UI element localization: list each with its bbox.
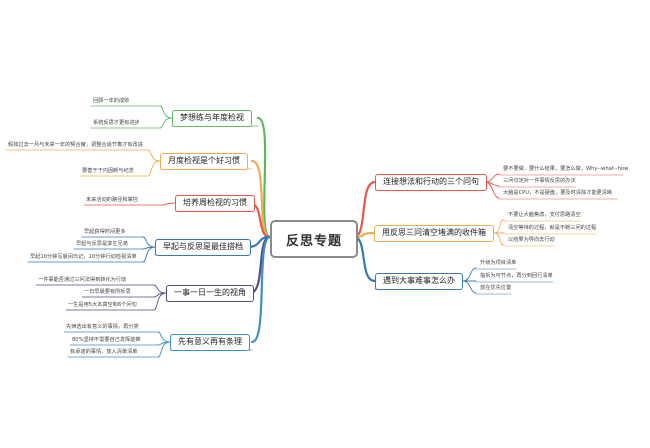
leaf-right-0-1: 三问句定对一件事情反思的办法 (503, 178, 576, 184)
leaf-left-3-1: 早起与反思是孪生兄弟 (76, 241, 128, 247)
leaf-left-0-0: 回顾一年的成败 (93, 98, 130, 104)
branch-left-4[interactable]: 一事一日一生的视角 (166, 285, 254, 302)
leaf-left-1-1: 要善于于内因断与纪念 (82, 168, 134, 174)
leaf-left-5-0: 先筛选出有意义的事情，再分类 (66, 324, 139, 330)
leaf-right-2-1: 指拆为可节点，再分到回行清单 (480, 273, 553, 279)
branch-left-1[interactable]: 月度检视是个好习惯 (160, 153, 248, 170)
leaf-left-4-0: 一件事能否通过三问法得到转化为行动 (38, 277, 127, 283)
leaf-right-1-1: 清空等待的过程，就是不断三问的过程 (508, 225, 597, 231)
leaf-right-0-2: 大脑是CPU，不是硬盘，要及时清除才能更清晰 (503, 190, 613, 196)
branch-right-2[interactable]: 遇到大事难事怎么办 (375, 273, 463, 290)
branch-right-0[interactable]: 连接想法和行动的三个问句 (375, 174, 487, 191)
leaf-left-4-2: 一生是用5大本真空和6个问句 (68, 302, 137, 308)
leaf-left-4-1: 一日早晨要有所反思 (84, 289, 131, 295)
branch-right-1[interactable]: 用反思三问清空堵满的收件箱 (374, 225, 494, 242)
branch-left-5[interactable]: 先有意义再有条理 (170, 334, 250, 351)
leaf-left-3-0: 早起获得时间更多 (84, 229, 126, 235)
leaf-right-1-0: 不要让大脑焦虑，支付思路清空 (508, 212, 581, 218)
leaf-left-2-0: 未来活动的路径和掌控 (86, 197, 138, 203)
branch-left-2[interactable]: 培养周检视的习惯 (175, 195, 255, 212)
leaf-left-3-2: 早起10分钟写晨间日记，10分钟行动检视清单 (30, 254, 137, 260)
leaf-left-5-2: 有承诺的事情，放入清单清单 (70, 349, 138, 355)
leaf-right-2-2: 放在优先位置 (480, 285, 512, 291)
branch-left-3[interactable]: 早起与反思是最佳搭档 (155, 239, 251, 256)
branch-left-0[interactable]: 梦想练与年度检视 (172, 110, 252, 127)
leaf-right-2-0: 升级为项目清单 (480, 260, 517, 266)
leaf-left-0-1: 系统反思才更有进步 (93, 120, 140, 126)
leaf-left-1-0: 假如过去一月与未来一年的契合度，调整合适节奏才有改进 (8, 142, 143, 148)
center-topic[interactable]: 反思专题 (270, 220, 358, 258)
leaf-right-1-2: 以结果为导向去行动 (508, 237, 555, 243)
leaf-right-0-0: 要不要做，要什么结果，要怎么做，Why--what--how (503, 166, 629, 172)
leaf-left-5-1: 80%坚持不需要自己发挥能推 (72, 337, 141, 343)
